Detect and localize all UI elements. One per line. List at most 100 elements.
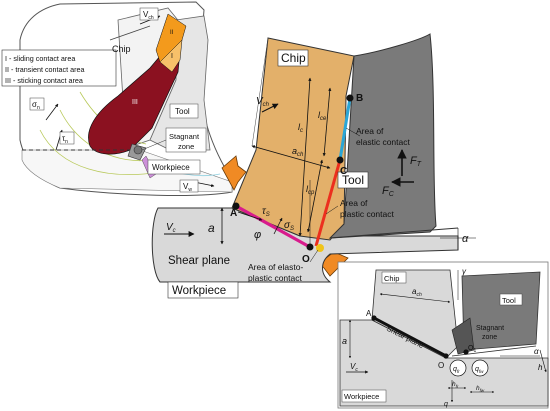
inset-legend-line-2: II - transient contact area: [5, 65, 85, 74]
inset-v-bottom-box: [179, 179, 199, 193]
sigma-s-arrow: [273, 217, 283, 235]
main-workpiece-label: Workpiece: [172, 285, 226, 297]
v-chip-label: Vch: [256, 96, 270, 108]
tau-s-label: τS: [262, 206, 270, 218]
dim-l-ce: [322, 87, 332, 157]
point-O-label: O: [302, 254, 310, 265]
force-t-label: FT: [410, 155, 422, 168]
leader-elastic: [345, 127, 361, 137]
br-v-cut-label: Vc: [350, 362, 358, 373]
main-chip-label: Chip: [281, 51, 306, 65]
br-point-O1-dot: [463, 349, 469, 355]
inset-chip-outer-line: [109, 25, 151, 41]
elastic-contact-label-2: elastic contact: [356, 137, 410, 147]
inset-tau-label: τn: [62, 134, 68, 145]
main-clearance-line: [329, 227, 459, 239]
inset-sigma-label: σn: [32, 100, 40, 111]
main-chip-label-box: [277, 49, 309, 67]
br-alpha-label: α: [534, 347, 539, 356]
inset-legend-box: [1, 49, 117, 87]
l-c-label: lc: [298, 122, 303, 134]
chip-guide-left: [251, 37, 269, 147]
br-chip-label: Chip: [384, 274, 399, 283]
main-shear-plane-label: Shear plane: [168, 255, 230, 267]
dim-l-c: [298, 77, 312, 237]
elastoplastic-label-1: Area of elasto-: [248, 262, 303, 272]
inset-stagnant-box: [165, 127, 207, 153]
inset-stagnant-point: [133, 145, 143, 155]
point-B-dot: [346, 94, 354, 102]
inset-zone-sliding: [159, 39, 183, 73]
inset-legend-line-1: I - sliding contact area: [5, 54, 75, 63]
tau-s-arrow: [237, 211, 263, 221]
inset-stagnant-leader: [141, 139, 167, 151]
br-point-O-dot: [443, 353, 449, 359]
br-workpiece-label-box: [341, 389, 387, 403]
br-tool-label-box: [499, 293, 523, 306]
inset-chip-label: Chip: [112, 44, 131, 54]
br-q-fr-circle: [449, 359, 467, 377]
br-q-bottom-label: q: [444, 401, 448, 408]
point-A-label: A: [230, 208, 237, 219]
br-a-label: a: [342, 336, 347, 346]
br-h-fr-label: hfr: [452, 381, 459, 389]
inset-tool-label-box: [169, 103, 199, 119]
inset-sigma-arrow: [45, 103, 59, 121]
inset-tau-box: [59, 131, 75, 145]
br-h-arrow: [539, 349, 547, 373]
inset-topleft: I - sliding contact area II - transient …: [1, 1, 233, 196]
l-cp-label: lcp: [306, 184, 315, 196]
inset-zone-3-label: III: [132, 99, 138, 106]
plastic-contact-label-2: plastic contact: [340, 209, 394, 219]
br-stagnant-label-2: zone: [482, 334, 497, 341]
elastic-contact-label-1: Area of: [356, 126, 384, 136]
main-chip-body: [231, 37, 355, 241]
alpha-label: α: [462, 233, 469, 245]
leader-elastoplastic: [309, 249, 319, 263]
a-ch-label: ach: [292, 146, 304, 158]
main-workpiece-label-box: [167, 281, 239, 299]
main-tool-label: Tool: [342, 173, 364, 187]
br-h-label: h: [538, 363, 543, 372]
br-tool-body: [461, 271, 541, 351]
zoom-arrow-upper: [221, 155, 247, 191]
br-point-A-dot: [371, 315, 377, 321]
inset-v-bottom-label: Vw: [183, 182, 192, 193]
inset-v-top-label: Vch: [143, 10, 154, 21]
v-chip-arrow: [261, 103, 279, 113]
br-q-fw-circle: [471, 359, 489, 377]
inset-zone-sticking: [88, 28, 183, 155]
plastic-contact-label-1: Area of: [340, 198, 368, 208]
leader-plastic: [325, 205, 339, 215]
br-workpiece-label: Workpiece: [344, 392, 379, 401]
inset-tool-label: Tool: [175, 107, 190, 116]
dim-l-cp: [306, 159, 324, 233]
elastoplastic-label-2: plastic contact: [248, 273, 302, 283]
force-c-label: FC: [382, 185, 395, 198]
inset-legend-line-3: III - sticking contact area: [5, 76, 83, 85]
br-a-ch-label: ach: [412, 287, 422, 298]
br-stagnant-wedge: [451, 317, 475, 355]
phi-label: φ: [254, 229, 261, 241]
point-A-dot: [232, 202, 240, 210]
br-q-fw-label: qfw: [475, 366, 484, 374]
l-ce-label: lce: [318, 110, 327, 122]
inset-stagnant-label-2: zone: [178, 142, 194, 151]
br-point-O-label: O: [438, 361, 444, 370]
a-depth-label: a: [208, 221, 215, 235]
inset-bottomright: Chip Tool Workpiece Shear plane Stagnant…: [337, 261, 549, 409]
br-point-O1-label: O1: [468, 345, 476, 354]
inset-workpiece-box: [147, 159, 201, 175]
inset-stagnant-label-1: Stagnant: [169, 132, 200, 141]
br-chip-label-box: [381, 271, 407, 284]
elastic-contact-line: [338, 97, 352, 161]
v-cut-label: Vc: [166, 222, 176, 234]
point-C-label: C: [340, 166, 347, 177]
inset-v-top-box: [139, 7, 159, 21]
br-gamma-label: γ: [462, 267, 467, 276]
br-q-fr-label: qfr: [453, 366, 460, 374]
br-chip-body: [371, 269, 459, 359]
br-stagnant-label-1: Stagnant: [476, 325, 504, 332]
inset-contour-1: [39, 129, 161, 175]
